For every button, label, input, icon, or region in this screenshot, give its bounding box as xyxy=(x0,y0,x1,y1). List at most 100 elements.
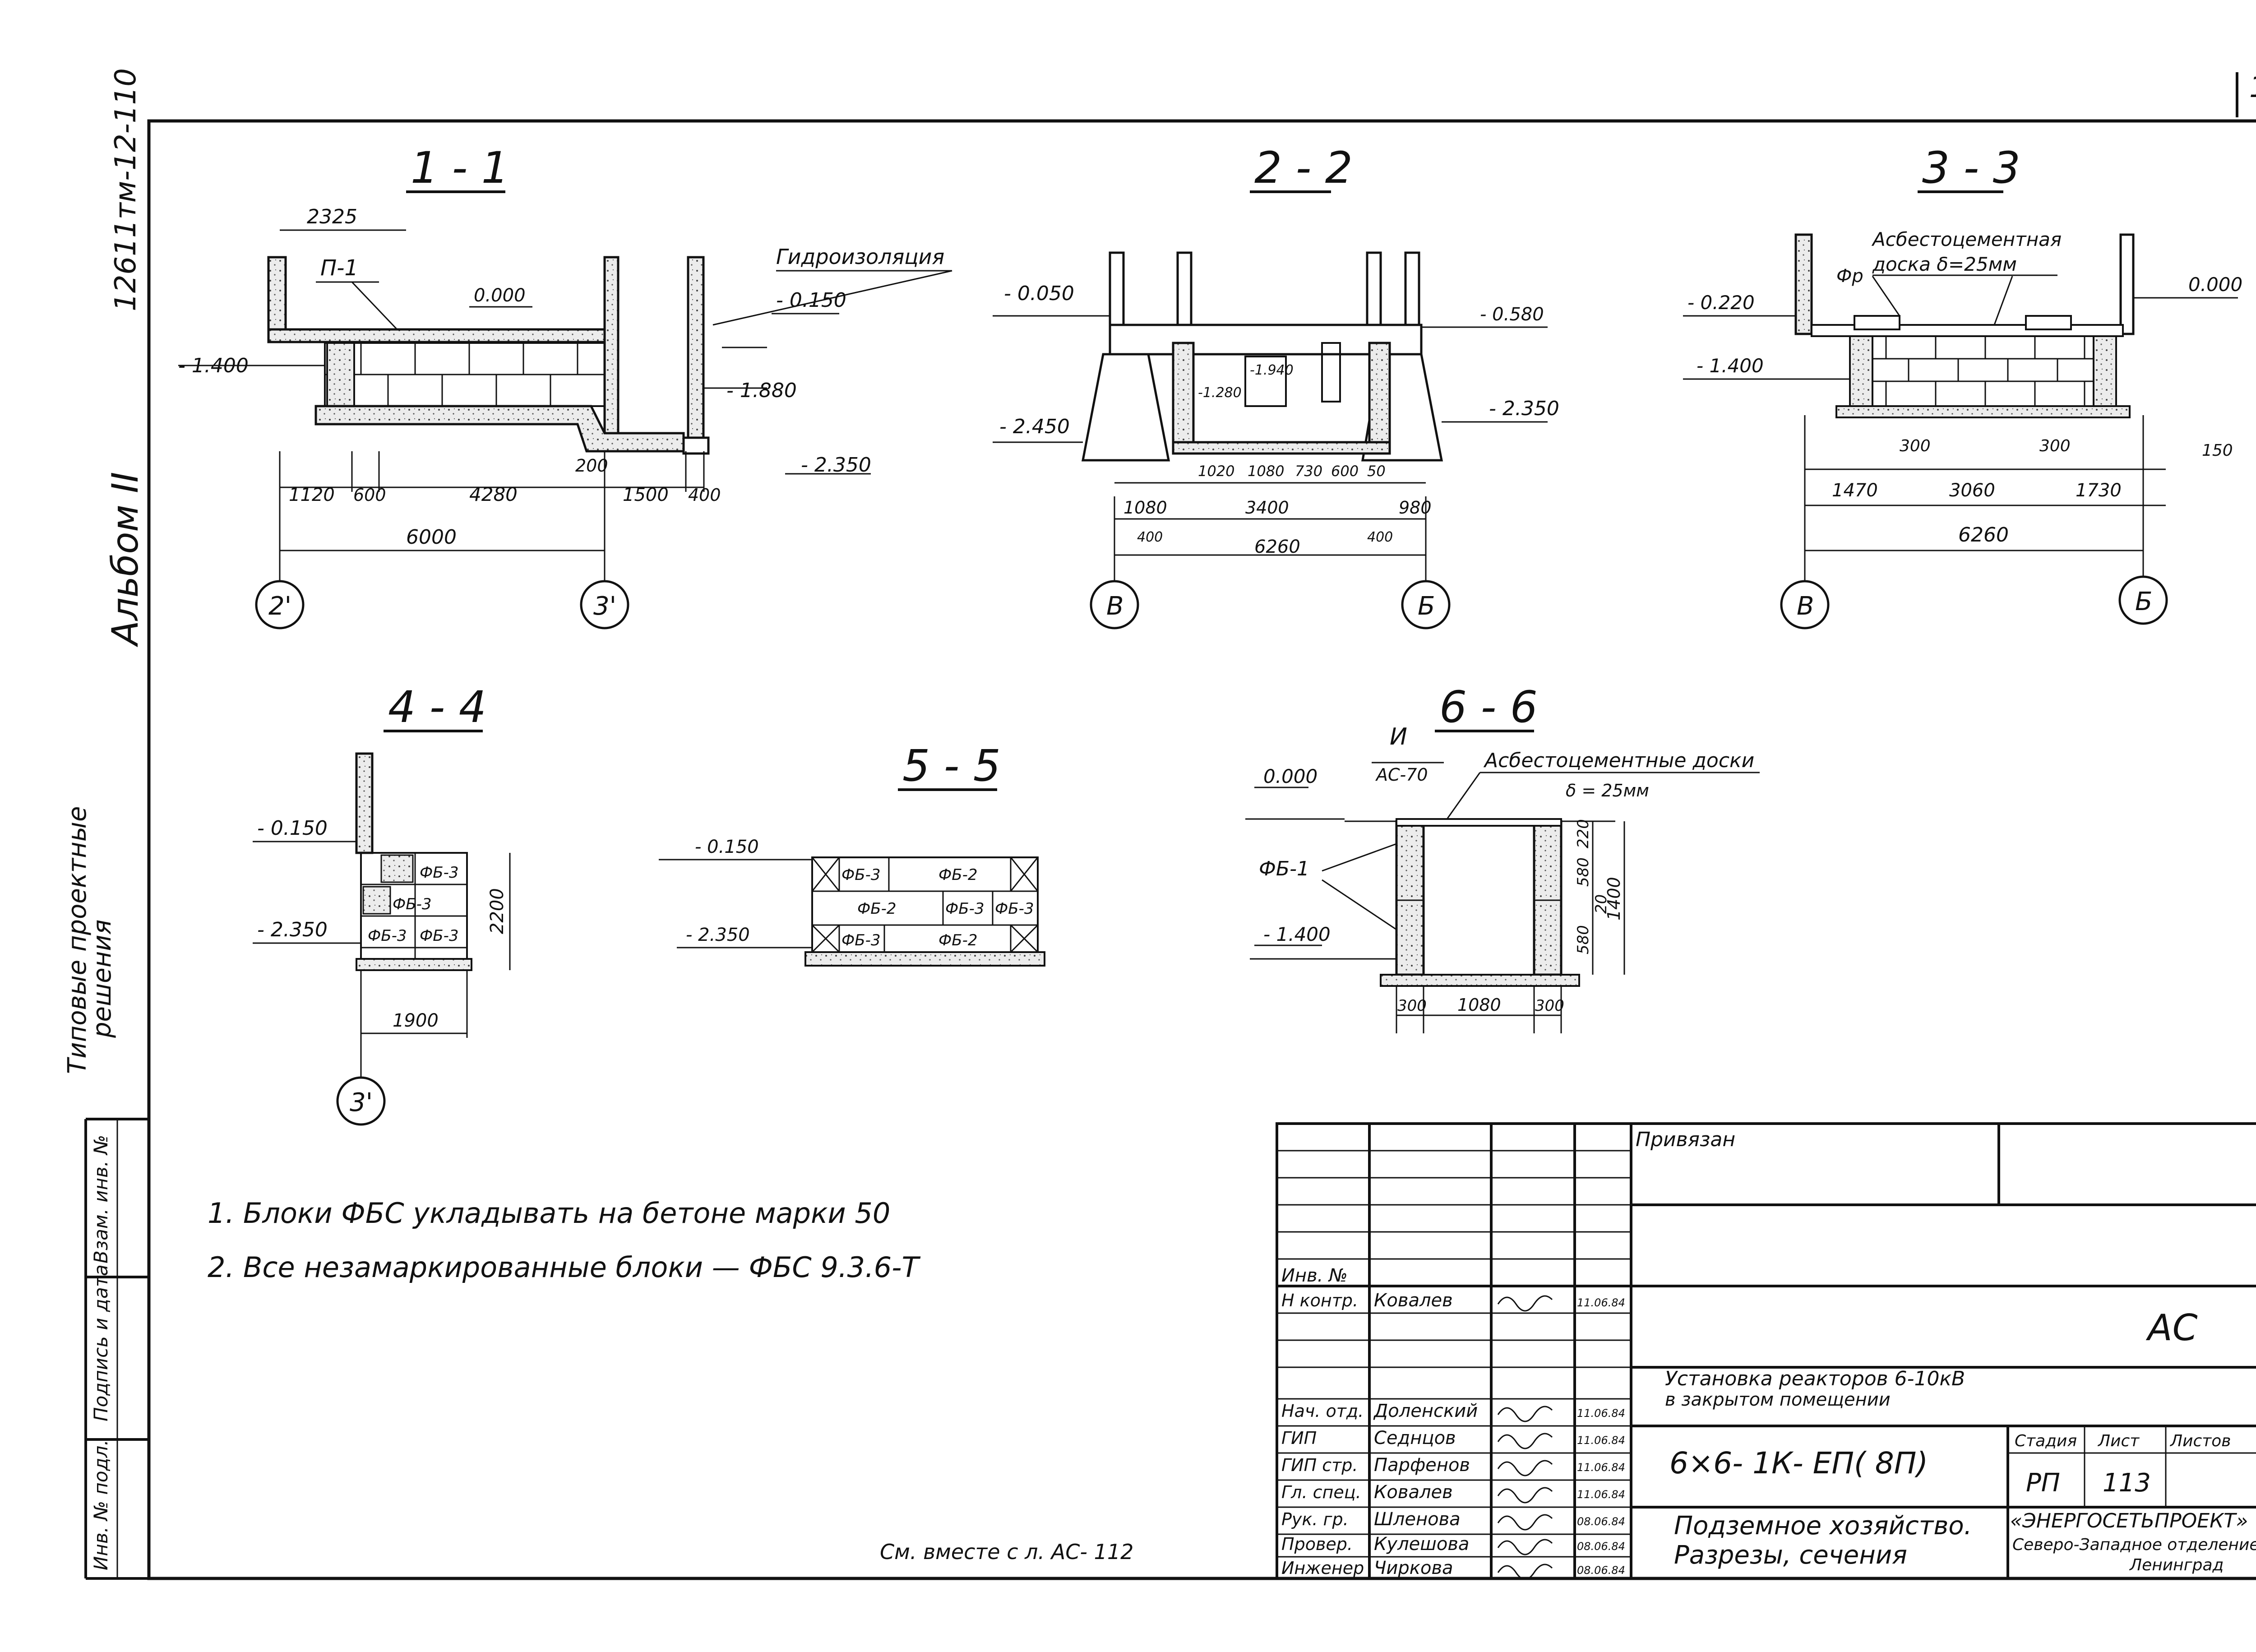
series-line-1: Типовые проектные xyxy=(63,806,92,1074)
level-label: - 0.050 xyxy=(1004,282,1074,305)
section-title: 3 - 3 xyxy=(1922,143,2020,193)
stamp-replace: Взам. инв. № xyxy=(90,1135,112,1263)
section-4-4: 4 - 4 ФБ-3 ФБ-3 ФБ-3 ФБ-3 - 0.150 - 2.35… xyxy=(253,682,511,1126)
level-label: - 1.400 xyxy=(1697,355,1764,377)
series-line-2: решения xyxy=(88,920,117,1038)
element-mark: П-1 xyxy=(320,255,358,281)
level-label: - 2.450 xyxy=(999,415,1070,438)
axis-bubble xyxy=(2118,575,2168,625)
dim-label: 300 xyxy=(1900,437,1931,455)
dim-label: 220 xyxy=(1574,819,1592,848)
ac-code: АС xyxy=(2145,1307,2198,1349)
dim-label: 1400 xyxy=(1604,877,1624,921)
block-mark: ФБ-3 xyxy=(393,895,432,913)
block-mark: ФБ-2 xyxy=(938,931,978,949)
level-label: - 0.150 xyxy=(257,817,328,840)
dim-label: 50 xyxy=(1367,463,1386,480)
role-label: ГИП xyxy=(1281,1428,1317,1448)
role-label: Провер. xyxy=(1281,1534,1353,1554)
dim-label: 980 xyxy=(1399,498,1432,518)
dim-label: 4280 xyxy=(469,483,518,505)
role-label: ГИП стр. xyxy=(1281,1455,1358,1475)
role-label: Н контр. xyxy=(1281,1291,1358,1310)
dim-label: 600 xyxy=(1331,463,1359,480)
role-name: Шленова xyxy=(1374,1509,1461,1530)
dim-label: 400 xyxy=(688,485,721,505)
block-mark: ФБ-3 xyxy=(420,864,459,882)
axis-bubble xyxy=(336,1076,386,1126)
dim-label: 400 xyxy=(1137,529,1163,545)
block-mark: ФБ-3 xyxy=(368,927,407,945)
level-label: 0.000 xyxy=(1263,765,1318,787)
dim-label: 6260 xyxy=(1254,537,1300,557)
dim-label: 200 xyxy=(575,456,608,476)
dim-label: 1900 xyxy=(393,1010,439,1031)
role-name: Ковалев xyxy=(1374,1482,1453,1503)
node-ref: АС-70 xyxy=(1375,765,1428,785)
level-label: - 2.350 xyxy=(1489,397,1559,420)
level-label: -1.940 xyxy=(1250,362,1294,378)
axis-bubble xyxy=(1090,580,1139,629)
note-label: Асбестоцементные доски xyxy=(1483,749,1754,772)
role-name: Седнцов xyxy=(1374,1428,1456,1448)
dim-label: 1080 xyxy=(1123,498,1167,518)
section-title: 2 - 2 xyxy=(1254,143,1353,193)
project-title-2: в закрытом помещении xyxy=(1665,1389,1891,1410)
level-label: - 2.350 xyxy=(801,453,871,477)
level-label: -1.280 xyxy=(1198,385,1242,401)
section-title: 4 - 4 xyxy=(388,682,486,732)
dim-label: 1080 xyxy=(1248,463,1284,480)
role-label: Нач. отд. xyxy=(1281,1401,1364,1421)
axis-label: Б xyxy=(2135,587,2152,616)
dim-label: 1730 xyxy=(2076,480,2122,501)
role-date: 11.06.84 xyxy=(1577,1407,1625,1420)
level-label: - 2.350 xyxy=(686,925,750,945)
note-2: 2. Все незамаркированные блоки — ФБС 9.3… xyxy=(208,1251,921,1284)
dim-label: 1020 xyxy=(1198,463,1234,480)
dim-label: 6000 xyxy=(406,526,457,549)
note-label: Асбестоцементная xyxy=(1871,228,2062,250)
dim-label: 400 xyxy=(1367,529,1393,545)
axis-label: 3' xyxy=(593,592,616,621)
block-mark: ФБ-2 xyxy=(857,900,897,918)
axis-bubble xyxy=(255,580,305,629)
dim-label: 2200 xyxy=(487,888,508,934)
org-name: «ЭНЕРГОСЕТЬПРОЕКТ» xyxy=(2010,1509,2248,1532)
level-label: - 0.150 xyxy=(776,289,846,312)
drawing-code: 6×6- 1К- ЕП( 8П) xyxy=(1669,1446,1928,1481)
role-date: 08.06.84 xyxy=(1577,1515,1625,1528)
note-label: δ = 25мм xyxy=(1566,781,1649,801)
block-mark: ФБ-1 xyxy=(1259,857,1309,880)
level-label: - 0.220 xyxy=(1687,292,1755,314)
axis-label: 2' xyxy=(268,592,291,621)
see-also-note: См. вместе с л. АС- 112 xyxy=(880,1540,1133,1564)
node-mark: И xyxy=(1390,723,1407,750)
sheets-label: Листов xyxy=(2169,1432,2231,1450)
axis-label: В xyxy=(1106,592,1123,621)
section-3-3: 3 - 3 Асбестоцементная доска δ=25мм Фр xyxy=(1683,143,2242,629)
role-label: Рук. гр. xyxy=(1281,1509,1349,1529)
org-city: Ленинград xyxy=(2129,1556,2224,1574)
dim-label: 2325 xyxy=(307,205,357,228)
note-label: Гидроизоляция xyxy=(776,245,944,269)
dim-label: 1500 xyxy=(623,485,669,505)
role-date: 11.06.84 xyxy=(1577,1434,1625,1447)
role-name: Кулешова xyxy=(1374,1534,1469,1555)
dim-label: 1120 xyxy=(289,485,335,505)
stage-value: РП xyxy=(2026,1468,2060,1498)
stamp-inv: Инв. № подл. xyxy=(90,1439,112,1570)
role-label: Гл. спец. xyxy=(1281,1482,1361,1502)
project-title-1: Установка реакторов 6-10кВ xyxy=(1665,1367,1965,1390)
role-date: 11.06.84 xyxy=(1577,1296,1625,1309)
album-label: Альбом II xyxy=(104,472,146,648)
dim-label: 3400 xyxy=(1245,498,1289,518)
dim-label: 1470 xyxy=(1832,480,1878,501)
role-name: Чиркова xyxy=(1374,1558,1453,1578)
block-mark: ФБ-3 xyxy=(945,900,985,918)
dim-label: 20 xyxy=(1592,894,1610,914)
privyazan-label: Привязан xyxy=(1636,1128,1735,1151)
block-mark: ФБ-3 xyxy=(841,866,881,884)
sheet-label: Лист xyxy=(2097,1432,2140,1450)
level-label: - 1.400 xyxy=(1263,923,1331,945)
